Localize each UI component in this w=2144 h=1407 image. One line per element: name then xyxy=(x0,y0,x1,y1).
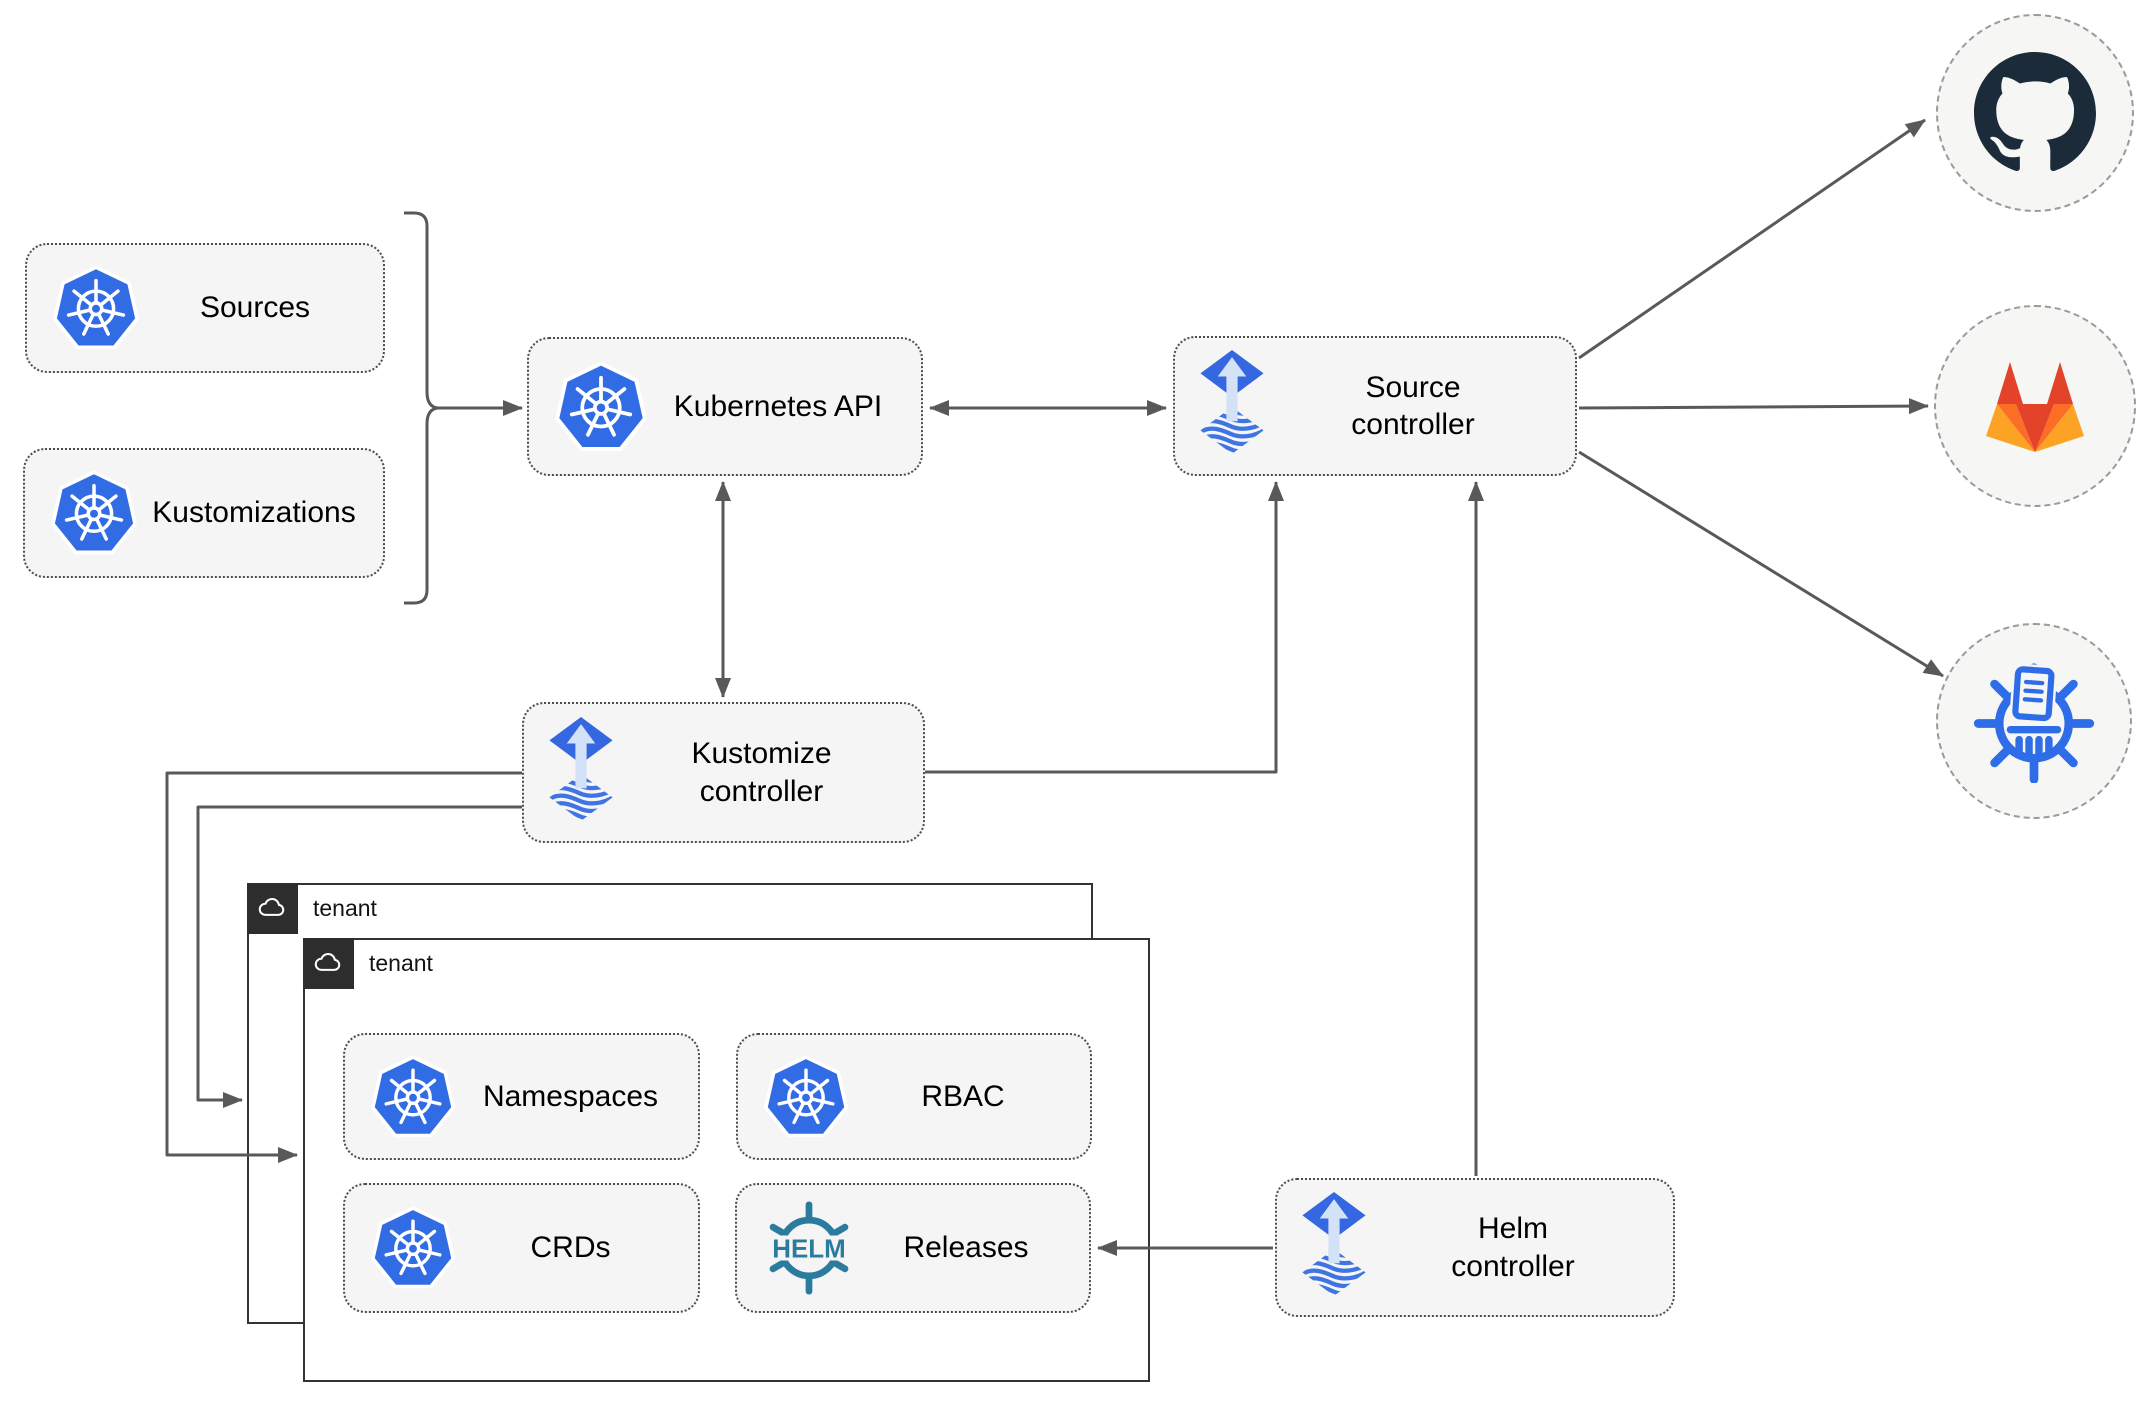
kubernetes-wheel-icon xyxy=(51,263,141,353)
tenant-label: tenant xyxy=(369,950,433,976)
node-label: Source controller xyxy=(1351,370,1475,442)
kubernetes-wheel-icon xyxy=(369,1053,457,1141)
node-label: CRDs xyxy=(530,1231,611,1265)
flux-icon xyxy=(548,717,614,829)
node-namespaces: Namespaces xyxy=(343,1033,700,1160)
remote-gitlab xyxy=(1934,305,2136,507)
node-source-controller: Source controller xyxy=(1173,336,1577,476)
kubernetes-wheel-icon xyxy=(762,1053,850,1141)
node-kustomizations: Kustomizations xyxy=(23,448,385,578)
node-label: Kustomizations xyxy=(152,496,356,530)
remote-github xyxy=(1936,14,2134,212)
node-crds: CRDs xyxy=(343,1183,700,1313)
node-label: Helm controller xyxy=(1451,1212,1575,1283)
kubernetes-wheel-icon xyxy=(369,1204,457,1292)
remote-chart-repository xyxy=(1936,623,2132,819)
node-label: Sources xyxy=(199,291,311,325)
node-releases: HELM Releases xyxy=(735,1183,1091,1313)
cloud-icon xyxy=(257,893,287,923)
kubernetes-wheel-icon xyxy=(553,359,649,455)
flux-icon xyxy=(1301,1192,1367,1304)
gitlab-fox-icon xyxy=(1986,362,2084,452)
flux-icon xyxy=(1199,350,1265,462)
kubernetes-wheel-icon xyxy=(49,468,139,558)
edge-kustomize-controller-to-source-controller xyxy=(925,481,1284,774)
tenant-tab xyxy=(246,882,298,934)
node-kustomize-controller: Kustomize controller xyxy=(522,702,925,843)
tenant-group-front: tenant xyxy=(302,937,1150,1382)
github-octocat-icon xyxy=(1974,52,2096,171)
tenant-tab xyxy=(302,937,354,989)
node-label: Releases xyxy=(903,1231,1029,1265)
node-sources: Sources xyxy=(25,243,385,373)
chart-repository-icon xyxy=(1973,663,2095,783)
node-helm-controller: Helm controller xyxy=(1275,1178,1675,1317)
edge-source-controller-to-github xyxy=(1578,118,1926,360)
node-label: Kubernetes API xyxy=(673,389,883,423)
helm-wheel-icon: HELM xyxy=(761,1200,857,1296)
cloud-icon xyxy=(313,948,343,978)
node-rbac: RBAC xyxy=(736,1033,1092,1160)
node-label: Kustomize controller xyxy=(691,737,832,808)
bracket-sources-kustomizations xyxy=(404,211,440,605)
node-label: RBAC xyxy=(921,1079,1005,1113)
node-label: Namespaces xyxy=(482,1079,659,1113)
node-kubernetes-api: Kubernetes API xyxy=(527,337,923,476)
tenant-label: tenant xyxy=(313,895,377,921)
helm-logo-text: HELM xyxy=(772,1236,845,1264)
edge-source-controller-to-chart-repository xyxy=(1578,450,1944,678)
edge-source-controller-to-gitlab xyxy=(1578,398,1929,415)
